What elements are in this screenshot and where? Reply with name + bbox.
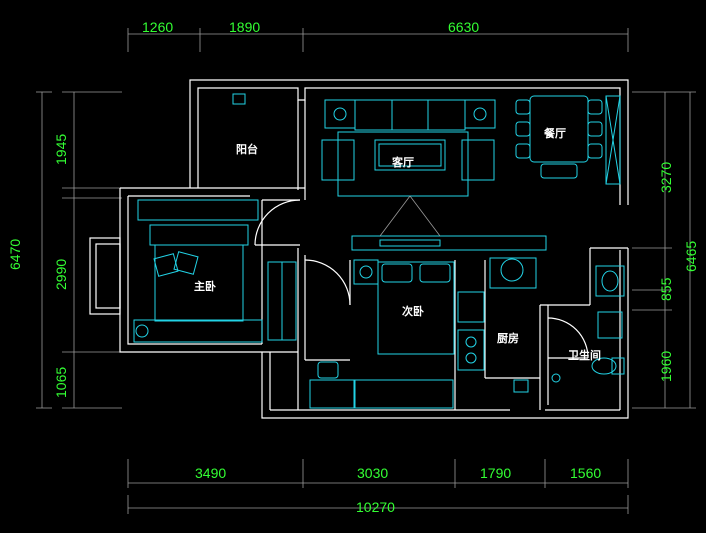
room-second-bedroom: 次卧 [402, 304, 424, 318]
sink [457, 291, 485, 323]
second-wardrobe [354, 379, 454, 409]
room-dining: 餐厅 [543, 126, 566, 140]
rug [337, 131, 469, 197]
balcony-fixture [232, 93, 246, 105]
room-kitchen: 厨房 [497, 331, 519, 345]
dim-right-2: 855 [658, 277, 674, 301]
tv-cabinet [351, 235, 547, 251]
dimension-labels: 1260 1890 6630 3490 3030 1790 1560 10270… [7, 19, 699, 515]
washbasin [595, 265, 625, 297]
master-bench [133, 319, 263, 343]
dim-top-2: 1890 [229, 19, 260, 35]
dim-right-1: 3270 [658, 162, 674, 193]
dim-left-2: 2990 [53, 259, 69, 290]
dim-right-outer: 6465 [683, 241, 699, 272]
sofa [354, 99, 466, 131]
dim-bottom-4: 1560 [570, 465, 601, 481]
dim-left-1: 1945 [53, 134, 69, 165]
master-wardrobe-top [137, 199, 259, 221]
stove [457, 329, 485, 371]
dim-left-3: 1065 [53, 367, 69, 398]
round-table [500, 258, 524, 282]
dim-top-1: 1260 [142, 19, 173, 35]
second-bed [377, 261, 455, 355]
dim-left-outer: 6470 [7, 239, 23, 270]
dimension-lines [36, 28, 696, 514]
coffee-table [374, 139, 446, 171]
dim-bottom-2: 3030 [357, 465, 388, 481]
furniture [133, 93, 625, 409]
room-labels: 阳台 客厅 餐厅 主卧 次卧 厨房 卫生间 [194, 126, 601, 362]
dim-bottom-3: 1790 [480, 465, 511, 481]
room-balcony: 阳台 [236, 142, 258, 156]
room-master-bedroom: 主卧 [194, 279, 216, 293]
dim-top-3: 6630 [448, 19, 479, 35]
bath-cabinet [597, 311, 623, 339]
desk [309, 379, 355, 409]
dim-bottom-total: 10270 [356, 499, 395, 515]
floor-drain [551, 373, 561, 383]
toilet [591, 357, 617, 375]
room-bathroom: 卫生间 [568, 348, 601, 362]
room-living: 客厅 [391, 155, 414, 169]
dim-bottom-1: 3490 [195, 465, 226, 481]
dim-right-3: 1960 [658, 351, 674, 382]
sideboard [605, 95, 621, 185]
